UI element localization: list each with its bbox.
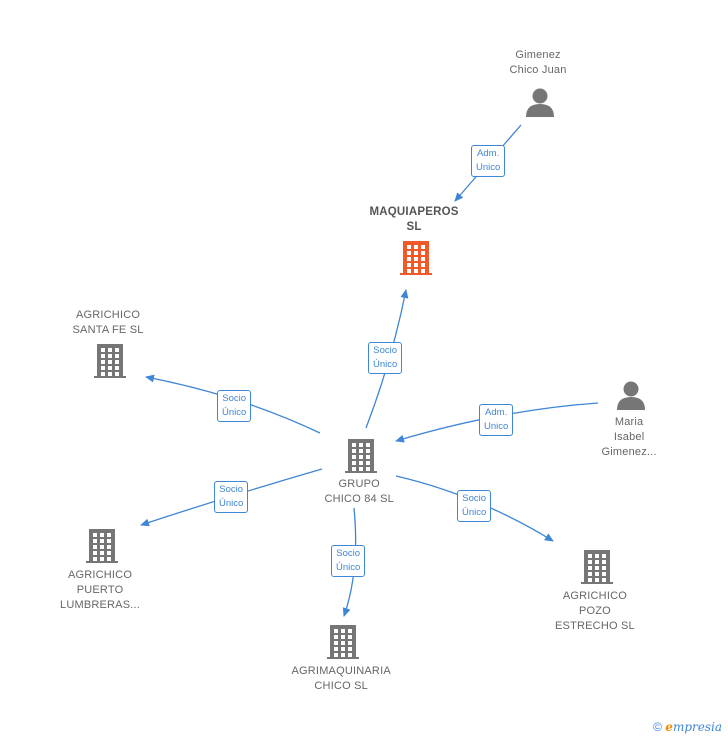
node-label-line: AGRICHICO <box>562 590 627 602</box>
brand-logo: empresia <box>665 720 722 734</box>
node-label-line: Maria <box>614 416 644 428</box>
edge-label-text: Socio <box>336 548 361 559</box>
node-label-line: PUERTO <box>76 584 124 596</box>
building-icon-agrimaquinaria[interactable] <box>327 625 359 659</box>
node-label-agrichico_puerto[interactable]: AGRICHICO PUERTO LUMBRERAS... <box>60 568 140 613</box>
edge-label-text: Unico <box>484 421 509 432</box>
node-label-line: Isabel <box>613 431 645 443</box>
edge-label-text: Único <box>373 359 398 370</box>
node-label-line: CHICO SL <box>314 680 368 692</box>
building-icon-agrichico_puerto[interactable] <box>86 529 118 563</box>
node-label-agrimaquinaria[interactable]: AGRIMAQUINARIA CHICO SL <box>292 664 391 694</box>
node-label-maquiaperos[interactable]: MAQUIAPEROS SL <box>370 205 459 235</box>
copyright-symbol: © <box>653 720 662 734</box>
node-label-line: GRUPO <box>338 478 380 490</box>
edge-label-text: Adm. <box>485 407 508 418</box>
node-label-line: SANTA FE SL <box>72 324 144 336</box>
person-icon-maria_isabel[interactable] <box>617 381 645 411</box>
building-icon-agrichico_santa_fe[interactable] <box>94 344 126 378</box>
node-label-line: LUMBRERAS... <box>60 599 141 611</box>
node-label-line: Chico Juan <box>509 64 567 76</box>
node-label-line: CHICO 84 SL <box>324 493 394 505</box>
node-label-line: AGRIMAQUINARIA <box>291 665 391 677</box>
edge-label-maria_isabel-to-grupo_chico_84[interactable]: Adm. Unico <box>479 404 514 436</box>
edge-label-text: Socio <box>373 345 398 356</box>
node-label-line: AGRICHICO <box>75 309 141 321</box>
edge-label-gimenez_chico_juan-to-maquiaperos[interactable]: Adm. Unico <box>471 145 506 177</box>
edge-label-text: Socio <box>222 393 247 404</box>
node-label-line: Gimenez... <box>601 446 657 458</box>
node-label-grupo_chico_84[interactable]: GRUPO CHICO 84 SL <box>325 477 394 507</box>
person-icon-gimenez_chico_juan[interactable] <box>526 88 554 118</box>
edge-label-text: Adm. <box>477 148 500 159</box>
building-icon-maquiaperos[interactable] <box>400 241 432 275</box>
edge-label-text: Unico <box>476 162 501 173</box>
node-label-agrichico_pozo[interactable]: AGRICHICO POZO ESTRECHO SL <box>555 589 635 634</box>
building-icon-grupo_chico_84[interactable] <box>345 439 377 473</box>
node-label-line: POZO <box>578 605 611 617</box>
node-label-line: ESTRECHO SL <box>555 620 635 632</box>
building-icon-agrichico_pozo[interactable] <box>581 550 613 584</box>
footer-brand[interactable]: © empresia <box>653 720 722 734</box>
edge-label-text: Único <box>462 507 487 518</box>
edge-label-text: Único <box>336 562 361 573</box>
node-label-line: AGRICHICO <box>67 569 133 581</box>
edge-label-text: Único <box>219 498 244 509</box>
edge-label-text: Socio <box>462 493 487 504</box>
node-label-line: MAQUIAPEROS <box>369 206 459 218</box>
node-label-line: Gimenez <box>515 49 561 61</box>
edge-label-text: Único <box>222 407 247 418</box>
edge-label-text: Socio <box>219 484 244 495</box>
node-label-line: SL <box>406 221 422 233</box>
node-label-agrichico_santa_fe[interactable]: AGRICHICO SANTA FE SL <box>73 308 144 338</box>
